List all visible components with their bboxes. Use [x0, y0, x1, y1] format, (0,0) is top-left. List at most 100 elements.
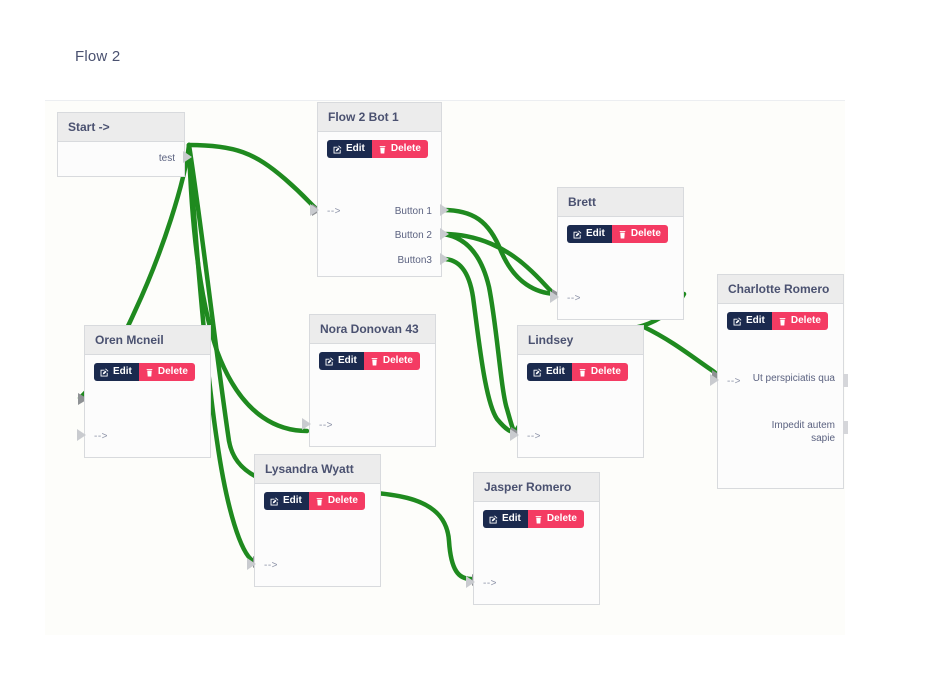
node-brett-title: Brett — [558, 188, 683, 217]
edit-button[interactable]: Edit — [727, 312, 772, 330]
node-start-output-label: test — [158, 153, 175, 164]
node-nora-donovan-input-handle[interactable] — [302, 418, 311, 430]
node-flow2bot1[interactable]: Flow 2 Bot 1 Edit Delete — [310, 102, 449, 277]
node-charlotte-romero-body: Edit Delete --> Ut perspiciatis qua Impe… — [710, 304, 848, 487]
node-brett-actions: Edit Delete — [558, 217, 683, 243]
node-flow2bot1-input-label: --> — [327, 206, 341, 217]
node-flow2bot1-input-handle[interactable] — [310, 204, 319, 216]
node-jasper-romero-title: Jasper Romero — [474, 473, 599, 502]
page-header-card: Flow 2 — [45, 28, 845, 101]
edit-button-label: Edit — [346, 143, 365, 154]
trash-icon — [145, 368, 154, 377]
page-title: Flow 2 — [75, 48, 121, 65]
delete-button-label: Delete — [327, 495, 358, 506]
node-nora-donovan-body: Edit Delete --> — [302, 344, 435, 445]
delete-button[interactable]: Delete — [571, 363, 628, 381]
delete-button[interactable]: Delete — [527, 510, 584, 528]
edit-button[interactable]: Edit — [327, 140, 372, 158]
edit-button[interactable]: Edit — [567, 225, 612, 243]
edit-button-label: Edit — [338, 355, 357, 366]
node-start-output-handle[interactable] — [183, 151, 192, 163]
edit-button[interactable]: Edit — [319, 352, 364, 370]
trash-icon — [534, 515, 543, 524]
edge-button1-brett — [440, 207, 558, 297]
pencil-square-icon — [325, 356, 334, 366]
node-start[interactable]: Start -> test — [57, 112, 192, 177]
node-lindsey[interactable]: Lindsey Edit Delete — [510, 325, 644, 458]
edit-button-label: Edit — [746, 315, 765, 326]
edit-button[interactable]: Edit — [527, 363, 572, 381]
node-charlotte-romero-output-handle-1[interactable] — [843, 374, 848, 387]
edit-button-label: Edit — [502, 513, 521, 524]
node-flow2bot1-port-handle-2[interactable] — [440, 228, 449, 240]
node-oren-mcneil-input-handle[interactable] — [77, 429, 86, 441]
node-lindsey-body: Edit Delete --> — [510, 355, 643, 456]
node-lysandra-wyatt[interactable]: Lysandra Wyatt Edit Delete — [247, 454, 381, 587]
node-oren-mcneil-actions: Edit Delete — [85, 355, 210, 381]
delete-button[interactable]: Delete — [308, 492, 365, 510]
node-jasper-romero-body: Edit Delete --> — [466, 502, 599, 603]
trash-icon — [578, 368, 587, 377]
edit-button-label: Edit — [546, 366, 565, 377]
node-lindsey-title: Lindsey — [518, 326, 643, 355]
node-charlotte-romero-input-label: --> — [727, 376, 741, 387]
node-lysandra-wyatt-input-handle[interactable] — [247, 558, 256, 570]
pencil-square-icon — [573, 229, 582, 239]
node-lindsey-input-handle[interactable] — [510, 429, 519, 441]
trash-icon — [778, 317, 787, 326]
node-lysandra-wyatt-title: Lysandra Wyatt — [255, 455, 380, 484]
edge-button3-lindsey — [440, 256, 518, 435]
node-charlotte-romero-output-handle-2[interactable] — [843, 421, 848, 434]
flow-canvas[interactable]: Start -> test Flow 2 Bot 1 Edit — [45, 101, 848, 635]
node-charlotte-romero-actions: Edit Delete — [718, 304, 843, 330]
node-flow2bot1-port-handle-3[interactable] — [440, 253, 449, 265]
node-charlotte-romero-title: Charlotte Romero — [718, 275, 843, 304]
delete-button[interactable]: Delete — [371, 140, 428, 158]
node-nora-donovan-title: Nora Donovan 43 — [310, 315, 435, 344]
trash-icon — [378, 145, 387, 154]
node-brett[interactable]: Brett Edit Delete — [550, 187, 684, 320]
node-jasper-romero-input-label: --> — [483, 578, 497, 589]
node-brett-body: Edit Delete --> — [550, 217, 683, 318]
delete-button-label: Delete — [546, 513, 577, 524]
edit-button[interactable]: Edit — [94, 363, 139, 381]
node-charlotte-romero[interactable]: Charlotte Romero Edit Delete — [710, 274, 848, 489]
node-flow2bot1-port-button-1: Button 1 — [394, 206, 432, 217]
trash-icon — [315, 497, 324, 506]
node-oren-mcneil-body: Edit Delete --> — [77, 355, 210, 456]
pencil-square-icon — [489, 514, 498, 524]
node-flow2bot1-port-handle-1[interactable] — [440, 204, 449, 216]
pencil-square-icon — [533, 367, 542, 377]
node-nora-donovan-input-label: --> — [319, 420, 333, 431]
delete-button[interactable]: Delete — [611, 225, 668, 243]
node-oren-mcneil-title: Oren Mcneil — [85, 326, 210, 355]
edge-start-flow2bot1 — [186, 142, 320, 212]
node-nora-donovan-actions: Edit Delete — [310, 344, 435, 370]
node-jasper-romero[interactable]: Jasper Romero Edit Delete — [466, 472, 600, 605]
node-flow2bot1-actions: Edit Delete — [318, 132, 441, 158]
delete-button[interactable]: Delete — [771, 312, 828, 330]
edit-button[interactable]: Edit — [264, 492, 309, 510]
node-start-title: Start -> — [58, 113, 184, 142]
delete-button[interactable]: Delete — [138, 363, 195, 381]
edit-button[interactable]: Edit — [483, 510, 528, 528]
node-brett-input-handle[interactable] — [550, 291, 559, 303]
node-charlotte-romero-input-handle[interactable] — [710, 374, 719, 386]
delete-button[interactable]: Delete — [363, 352, 420, 370]
edit-button-label: Edit — [586, 228, 605, 239]
node-flow2bot1-title: Flow 2 Bot 1 — [318, 103, 441, 132]
edit-button-label: Edit — [113, 366, 132, 377]
node-nora-donovan[interactable]: Nora Donovan 43 Edit Delete — [302, 314, 436, 447]
node-start-body: test — [58, 142, 192, 175]
pencil-square-icon — [270, 496, 279, 506]
node-lindsey-input-label: --> — [527, 431, 541, 442]
node-flow2bot1-port-button-2: Button 2 — [394, 230, 432, 241]
node-charlotte-romero-text-2: Impedit autem sapie — [771, 420, 835, 444]
node-jasper-romero-input-handle[interactable] — [466, 576, 475, 588]
trash-icon — [370, 357, 379, 366]
edit-button-label: Edit — [283, 495, 302, 506]
node-oren-mcneil[interactable]: Oren Mcneil Edit Delete — [77, 325, 211, 458]
node-jasper-romero-actions: Edit Delete — [474, 502, 599, 528]
delete-button-label: Delete — [590, 366, 621, 377]
